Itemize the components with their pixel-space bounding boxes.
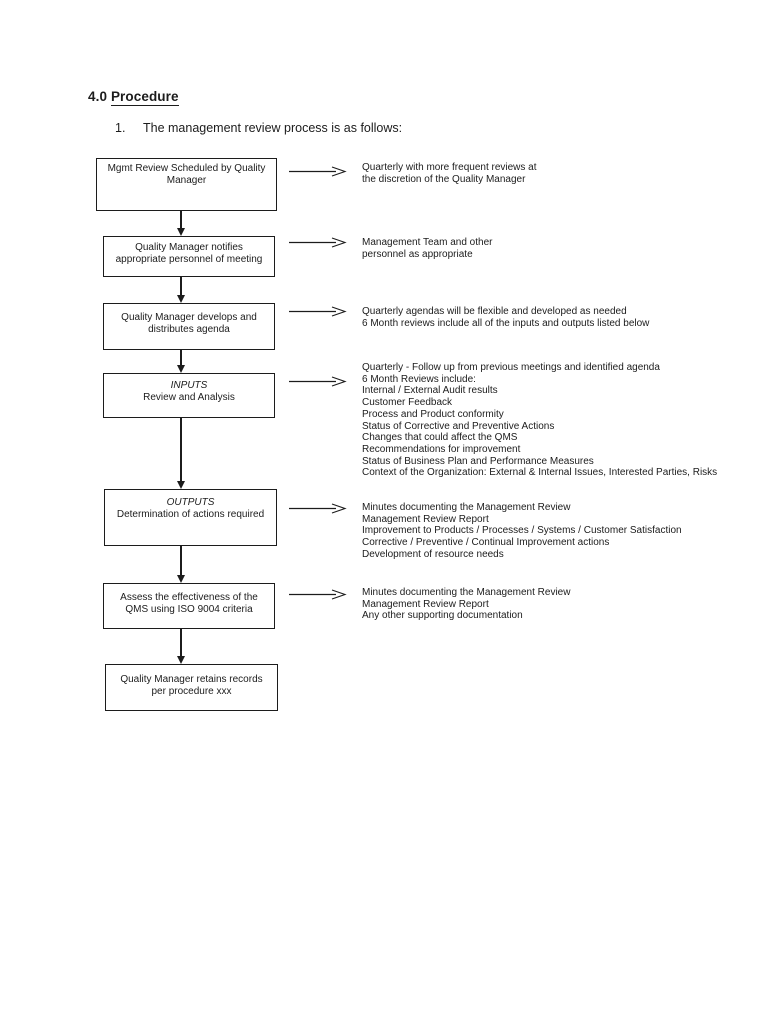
note-step-6: Minutes documenting the Management Revie… [362, 587, 571, 622]
down-arrow-line [180, 629, 182, 657]
flow-box-assess-effectiveness: Assess the effectiveness of the QMS usin… [103, 583, 275, 629]
right-arrow [288, 305, 348, 318]
intro-list-item: 1. The management review process is as fo… [115, 121, 402, 135]
flow-box-develop-agenda: Quality Manager develops and distributes… [103, 303, 275, 350]
right-arrow [288, 502, 348, 515]
right-arrow [288, 165, 348, 178]
flow-box-text: Quality Manager develops and distributes… [121, 312, 257, 335]
flow-box-schedule-review: Mgmt Review Scheduled by Quality Manager [96, 158, 277, 211]
down-arrow-line [180, 546, 182, 575]
down-arrow-head [176, 365, 185, 373]
down-arrow-head [176, 575, 185, 583]
down-arrow-head [176, 481, 185, 489]
flow-box-inputs: INPUTS Review and Analysis [103, 373, 275, 418]
right-arrow [288, 375, 348, 388]
list-item-number: 1. [115, 121, 126, 135]
flow-box-text: Review and Analysis [143, 391, 235, 403]
note-step-5: Minutes documenting the Management Revie… [362, 502, 682, 560]
down-arrow-line [180, 277, 182, 296]
flow-box-outputs: OUTPUTS Determination of actions require… [104, 489, 277, 546]
flow-box-heading: OUTPUTS [166, 497, 215, 508]
flow-box-text: Quality Manager notifies appropriate per… [115, 242, 263, 265]
down-arrow-line [180, 350, 182, 366]
flow-box-text: Mgmt Review Scheduled by Quality Manager [107, 163, 266, 186]
section-title: Procedure [110, 89, 179, 106]
down-arrow-head [176, 656, 185, 664]
flow-box-heading: INPUTS [170, 380, 208, 391]
down-arrow-head [176, 295, 185, 303]
flow-box-text: Quality Manager retains records per proc… [120, 674, 263, 697]
note-step-2: Management Team and other personnel as a… [362, 237, 493, 260]
section-number: 4.0 [88, 89, 108, 104]
down-arrow-line [180, 418, 182, 482]
flow-box-text: Assess the effectiveness of the QMS usin… [120, 592, 258, 615]
down-arrow-head [176, 228, 185, 236]
list-item-text: The management review process is as foll… [143, 121, 403, 135]
down-arrow-line [180, 211, 182, 229]
flow-box-text: Determination of actions required [116, 508, 265, 520]
right-arrow [288, 236, 348, 249]
page-title: 4.0 Procedure [88, 89, 179, 106]
note-step-1: Quarterly with more frequent reviews at … [362, 162, 537, 185]
note-step-4: Quarterly - Follow up from previous meet… [362, 362, 718, 479]
note-step-3: Quarterly agendas will be flexible and d… [362, 306, 650, 329]
right-arrow [288, 588, 348, 601]
flow-box-notify-personnel: Quality Manager notifies appropriate per… [103, 236, 275, 277]
flow-box-retain-records: Quality Manager retains records per proc… [105, 664, 278, 711]
